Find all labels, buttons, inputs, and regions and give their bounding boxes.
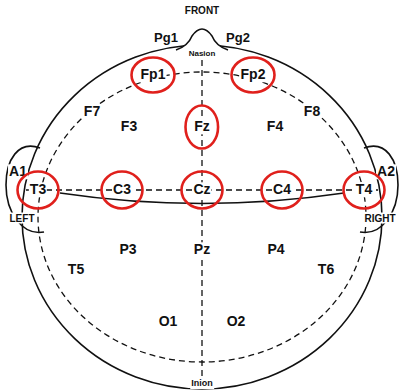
midline: [201, 60, 202, 378]
heading: FRONT: [184, 5, 220, 16]
electrode-label: T3: [29, 182, 47, 197]
electrode-label: P3: [118, 242, 137, 257]
circled-electrode: Fz: [184, 104, 220, 150]
electrode-label: Fp1: [140, 67, 167, 82]
landmark-label: Pg2: [225, 31, 251, 45]
landmark-label: Pg1: [153, 31, 179, 45]
electrode-label: O1: [158, 314, 179, 329]
electrode-label: C4: [272, 182, 292, 197]
electrode-label: Pz: [193, 242, 211, 257]
landmark-label: Nasion: [188, 50, 217, 59]
head-outline: [22, 45, 382, 389]
electrode-label: Cz: [192, 182, 211, 197]
electrode-label: C3: [112, 182, 132, 197]
electrode-label: F7: [83, 104, 101, 119]
circled-electrode: Fp2: [230, 56, 276, 94]
circled-electrode: C3: [100, 170, 144, 210]
electrode-label: F3: [120, 119, 138, 134]
electrode-label: T6: [317, 262, 335, 277]
electrode-label: Fz: [193, 119, 211, 134]
circled-electrode: Cz: [180, 170, 224, 210]
electrode-label: T5: [67, 262, 85, 277]
circled-electrode: Fp1: [130, 56, 176, 94]
electrode-label: F8: [303, 104, 321, 119]
electrode-label: P4: [266, 242, 285, 257]
highlight-ring: [344, 172, 385, 209]
landmark-label: Inion: [190, 379, 214, 389]
side-label: RIGHT: [363, 213, 396, 224]
electrode-label: O2: [226, 314, 247, 329]
highlight-ring: [132, 58, 175, 93]
side-label: LEFT: [9, 213, 36, 224]
highlight-ring: [182, 172, 223, 209]
circled-electrode: T4: [342, 170, 386, 210]
circled-electrode: C4: [260, 170, 304, 210]
highlight-ring: [186, 106, 219, 149]
highlight-ring: [102, 172, 143, 209]
ear-electrode-label: A1: [8, 164, 28, 179]
electrode-label: T4: [355, 182, 373, 197]
highlight-ring: [262, 172, 303, 209]
circled-electrode: T3: [16, 170, 60, 210]
highlight-ring: [18, 172, 59, 209]
electrode-label: Fp2: [240, 67, 267, 82]
highlight-ring: [232, 58, 275, 93]
electrode-label: F4: [266, 119, 284, 134]
nose-outline: [176, 29, 228, 50]
